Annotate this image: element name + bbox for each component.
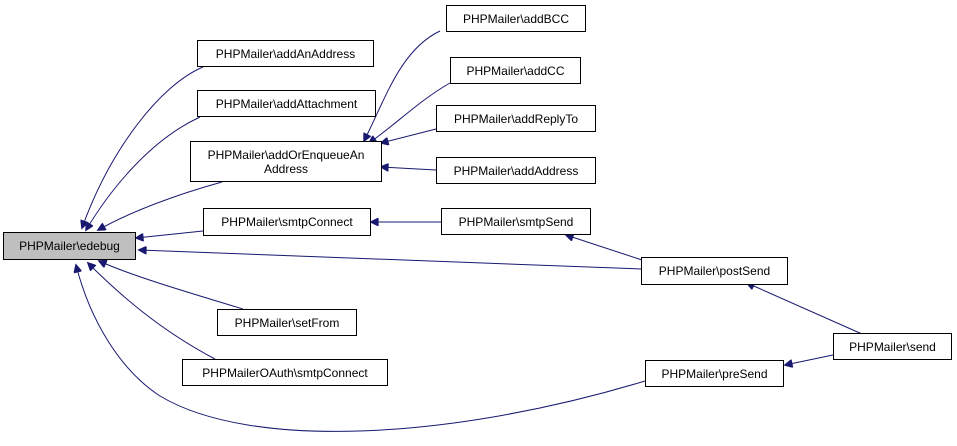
edge-addAnAddress-to-edebug <box>82 66 204 228</box>
node-label: PHPMailer\smtpConnect <box>221 215 353 229</box>
edge-postSend-to-smtpSend <box>566 235 643 261</box>
edge-addCC-to-addOrEnqueue <box>369 82 451 143</box>
node-label: PHPMailer\preSend <box>661 366 768 381</box>
node-setFrom[interactable]: PHPMailer\setFrom <box>217 309 357 336</box>
node-label: PHPMailer\addAnAddress <box>215 46 356 61</box>
node-addAddress[interactable]: PHPMailer\addAddress <box>436 157 596 184</box>
node-addReplyTo[interactable]: PHPMailer\addReplyTo <box>436 105 596 132</box>
node-addAttachment[interactable]: PHPMailer\addAttachment <box>197 90 376 117</box>
node-addCC[interactable]: PHPMailer\addCC <box>450 57 581 84</box>
edge-oauthSmtpConnect-to-edebug <box>88 263 216 360</box>
node-smtpSend[interactable]: PHPMailer\smtpSend <box>441 208 591 235</box>
node-label: PHPMailer\edebug <box>19 239 120 253</box>
node-label: PHPMailer\addBCC <box>462 11 570 26</box>
node-smtpConnect[interactable]: PHPMailer\smtpConnect <box>203 208 371 236</box>
edge-setFrom-to-edebug <box>99 261 244 310</box>
edge-smtpConnect-to-edebug <box>136 230 204 238</box>
node-label: PHPMailer\addCC <box>466 63 565 78</box>
node-preSend[interactable]: PHPMailer\preSend <box>645 360 784 387</box>
edge-addReplyTo-to-addOrEnqueue <box>381 128 437 143</box>
node-addOrEnqueueAnAddress[interactable]: PHPMailer\addOrEnqueueAn Address <box>190 141 382 182</box>
node-label: PHPMailer\addOrEnqueueAn Address <box>207 147 365 176</box>
node-send[interactable]: PHPMailer\send <box>833 333 952 360</box>
edge-preSend-to-edebug <box>76 265 646 432</box>
node-addAnAddress[interactable]: PHPMailer\addAnAddress <box>197 40 374 67</box>
node-label: PHPMailer\postSend <box>658 264 771 278</box>
node-label: PHPMailer\addReplyTo <box>453 111 579 126</box>
edge-addAttachment-to-edebug <box>86 116 201 230</box>
node-addBCC[interactable]: PHPMailer\addBCC <box>446 5 586 32</box>
node-label: PHPMailer\addAddress <box>453 163 579 178</box>
node-postSend[interactable]: PHPMailer\postSend <box>641 257 788 285</box>
node-oauthSmtpConnect[interactable]: PHPMailerOAuth\smtpConnect <box>182 359 388 386</box>
node-edebug: PHPMailer\edebug <box>3 232 136 260</box>
node-label: PHPMailer\send <box>849 339 936 354</box>
edge-postSend-to-edebug <box>139 250 642 270</box>
node-label: PHPMailer\addAttachment <box>215 96 358 111</box>
edge-addAddress-to-addOrEnqueue <box>381 167 437 170</box>
edge-addOrEnqueue-to-edebug <box>98 181 223 230</box>
edge-addBCC-to-addOrEnqueue <box>364 30 441 141</box>
node-label: PHPMailer\smtpSend <box>458 214 574 229</box>
edge-send-to-postSend <box>747 283 863 335</box>
node-label: PHPMailer\setFrom <box>234 315 340 330</box>
edge-send-to-preSend <box>785 354 834 365</box>
node-label: PHPMailerOAuth\smtpConnect <box>202 365 368 380</box>
